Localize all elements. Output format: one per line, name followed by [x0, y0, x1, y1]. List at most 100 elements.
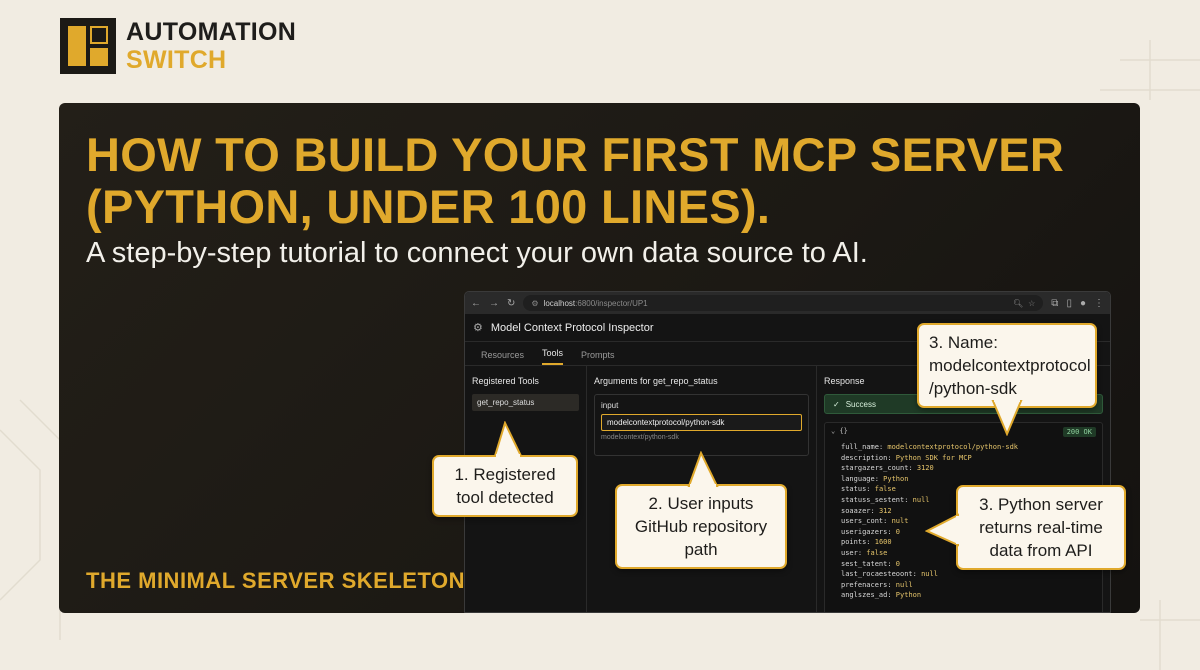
json-key: status — [841, 485, 867, 494]
json-line: last_rocaesteoont: null — [841, 570, 938, 579]
success-text: Success — [845, 399, 876, 409]
app-title: Model Context Protocol Inspector — [490, 321, 654, 334]
json-value: 0 — [895, 527, 901, 536]
callout-text: 3. Python server returns real-time data … — [979, 495, 1103, 560]
json-value: Python SDK for MCP — [895, 453, 972, 462]
zoom-icon[interactable]: 🔍︎ — [1012, 298, 1024, 308]
url-host: localhost — [543, 298, 576, 308]
arguments-panel: Arguments for get_repo_status input mode… — [587, 366, 817, 612]
json-key: sest_tatent — [841, 559, 888, 568]
json-line: prefenacers: null — [841, 580, 913, 589]
page-subtitle: A step-by-step tutorial to connect your … — [86, 237, 868, 269]
site-info-icon[interactable]: ⚙ — [531, 298, 539, 308]
json-key: prefenacers — [841, 580, 888, 589]
json-line: language: Python — [841, 474, 909, 483]
registered-tools-heading: Registered Tools — [472, 376, 539, 386]
json-root: {} — [839, 427, 848, 435]
json-value: 312 — [878, 506, 892, 515]
reload-icon[interactable]: ↻ — [507, 297, 516, 309]
json-value: Python — [883, 474, 909, 483]
json-key: stargazers_count — [841, 464, 909, 473]
json-key: description — [841, 453, 888, 462]
hero-card: HOW TO BUILD YOUR FIRST MCP SERVER (PYTH… — [59, 103, 1140, 613]
json-key: soaazer — [841, 506, 871, 515]
section-label: THE MINIMAL SERVER SKELETON — [86, 568, 465, 593]
callout-pointer — [925, 513, 959, 547]
json-value: 0 — [895, 559, 901, 568]
inspector-logo-icon: ⚙ — [473, 322, 483, 334]
page-title: HOW TO BUILD YOUR FIRST MCP SERVER (PYTH… — [86, 128, 1065, 233]
json-line: user: false — [841, 548, 888, 557]
json-line: sest_tatent: 0 — [841, 559, 901, 568]
input-hint: modelcontext/python-sdk — [601, 434, 679, 441]
inspector-app-bar: ⚙ Model Context Protocol Inspector — [465, 314, 1110, 342]
json-line: statuss_sestent: null — [841, 495, 930, 504]
json-key: full_name — [841, 443, 879, 451]
star-icon[interactable]: ☆ — [1028, 298, 1036, 308]
brand-name-line1: AUTOMATION — [126, 18, 297, 46]
inspector-tabs: Resources Tools Prompts — [465, 342, 1110, 366]
brand-logo[interactable]: AUTOMATION SWITCH — [60, 18, 296, 74]
repo-input-field[interactable]: modelcontextprotocol/python-sdk — [601, 414, 802, 431]
browser-toolbar: ← → ↻ ⚙ localhost:6800/inspector/UP1 🔍︎ … — [465, 292, 1110, 314]
json-value: nult — [891, 517, 909, 526]
callout-text: 2. User inputs GitHub repository path — [634, 494, 768, 559]
tab-tools[interactable]: Tools — [542, 348, 564, 365]
collapse-chevron-icon[interactable]: ⌄ — [831, 427, 836, 435]
json-key: userigazers — [841, 527, 888, 536]
response-heading: Response — [824, 376, 865, 386]
json-line: stargazers_count: 3120 — [841, 464, 934, 473]
registered-tools-panel: Registered Tools get_repo_status — [465, 366, 587, 612]
callout-registered-tool: 1. Registered tool detected — [432, 455, 578, 517]
json-value: Python — [895, 591, 922, 600]
json-value: null — [921, 570, 938, 579]
json-value: 1600 — [874, 538, 892, 547]
callout-pointer — [991, 400, 1023, 436]
back-arrow-icon[interactable]: ← — [471, 297, 481, 309]
callout-repo-name: 3. Name: modelcontextprotocol /python-sd… — [917, 323, 1097, 408]
logo-mark-icon — [60, 18, 116, 74]
address-bar[interactable]: ⚙ localhost:6800/inspector/UP1 🔍︎ ☆ — [523, 295, 1044, 311]
json-value: null — [912, 495, 930, 504]
check-icon: ✓ — [833, 399, 840, 409]
sidebar-icon[interactable]: ▯ — [1066, 297, 1072, 309]
input-label: input — [601, 401, 619, 410]
json-line: userigazers: 0 — [841, 527, 901, 536]
callout-user-input: 2. User inputs GitHub repository path — [615, 484, 787, 569]
json-key: language — [841, 474, 875, 483]
json-line: soaazer: 312 — [841, 506, 892, 515]
menu-icon[interactable]: ⋮ — [1094, 297, 1104, 309]
json-line: points: 1600 — [841, 538, 892, 547]
tab-prompts[interactable]: Prompts — [581, 350, 615, 360]
brand-name-line2: SWITCH — [126, 46, 227, 74]
callout-pointer — [687, 451, 719, 487]
status-badge: 200 OK — [1062, 427, 1096, 437]
json-line: full_name: modelcontextprotocol/python-s… — [841, 443, 1019, 451]
json-line: anglszes_ad: Python — [841, 591, 922, 600]
json-lines: full_name: modelcontextprotocol/python-s… — [831, 442, 1096, 601]
json-key: points — [841, 538, 867, 547]
json-value: false — [866, 548, 888, 557]
json-value: false — [874, 485, 896, 494]
tool-list-item[interactable]: get_repo_status — [472, 394, 579, 411]
json-key: users_cont — [841, 517, 884, 526]
arguments-heading: Arguments for get_repo_status — [594, 376, 718, 386]
forward-arrow-icon[interactable]: → — [489, 297, 499, 309]
json-key: anglszes_ad — [841, 591, 888, 600]
json-value: modelcontextprotocol/python-sdk — [887, 443, 1019, 451]
json-key: last_rocaesteoont — [841, 570, 913, 579]
callout-text: 1. Registered tool detected — [454, 465, 556, 507]
callout-server-returns: 3. Python server returns real-time data … — [956, 485, 1126, 570]
json-key: statuss_sestent — [841, 495, 905, 504]
profile-icon[interactable]: ● — [1079, 297, 1086, 309]
callout-text: 3. Name: modelcontextprotocol /python-sd… — [929, 333, 1091, 398]
extensions-icon[interactable]: ⧉ — [1051, 297, 1059, 309]
callout-pointer — [493, 421, 523, 457]
tab-resources[interactable]: Resources — [481, 350, 525, 360]
json-value: null — [895, 580, 913, 589]
json-line: users_cont: nult — [841, 517, 909, 526]
json-line: description: Python SDK for MCP — [841, 453, 972, 462]
json-key: user — [841, 548, 858, 557]
json-line: status: false — [841, 485, 896, 494]
argument-field-group: input modelcontextprotocol/python-sdk mo… — [594, 394, 809, 456]
